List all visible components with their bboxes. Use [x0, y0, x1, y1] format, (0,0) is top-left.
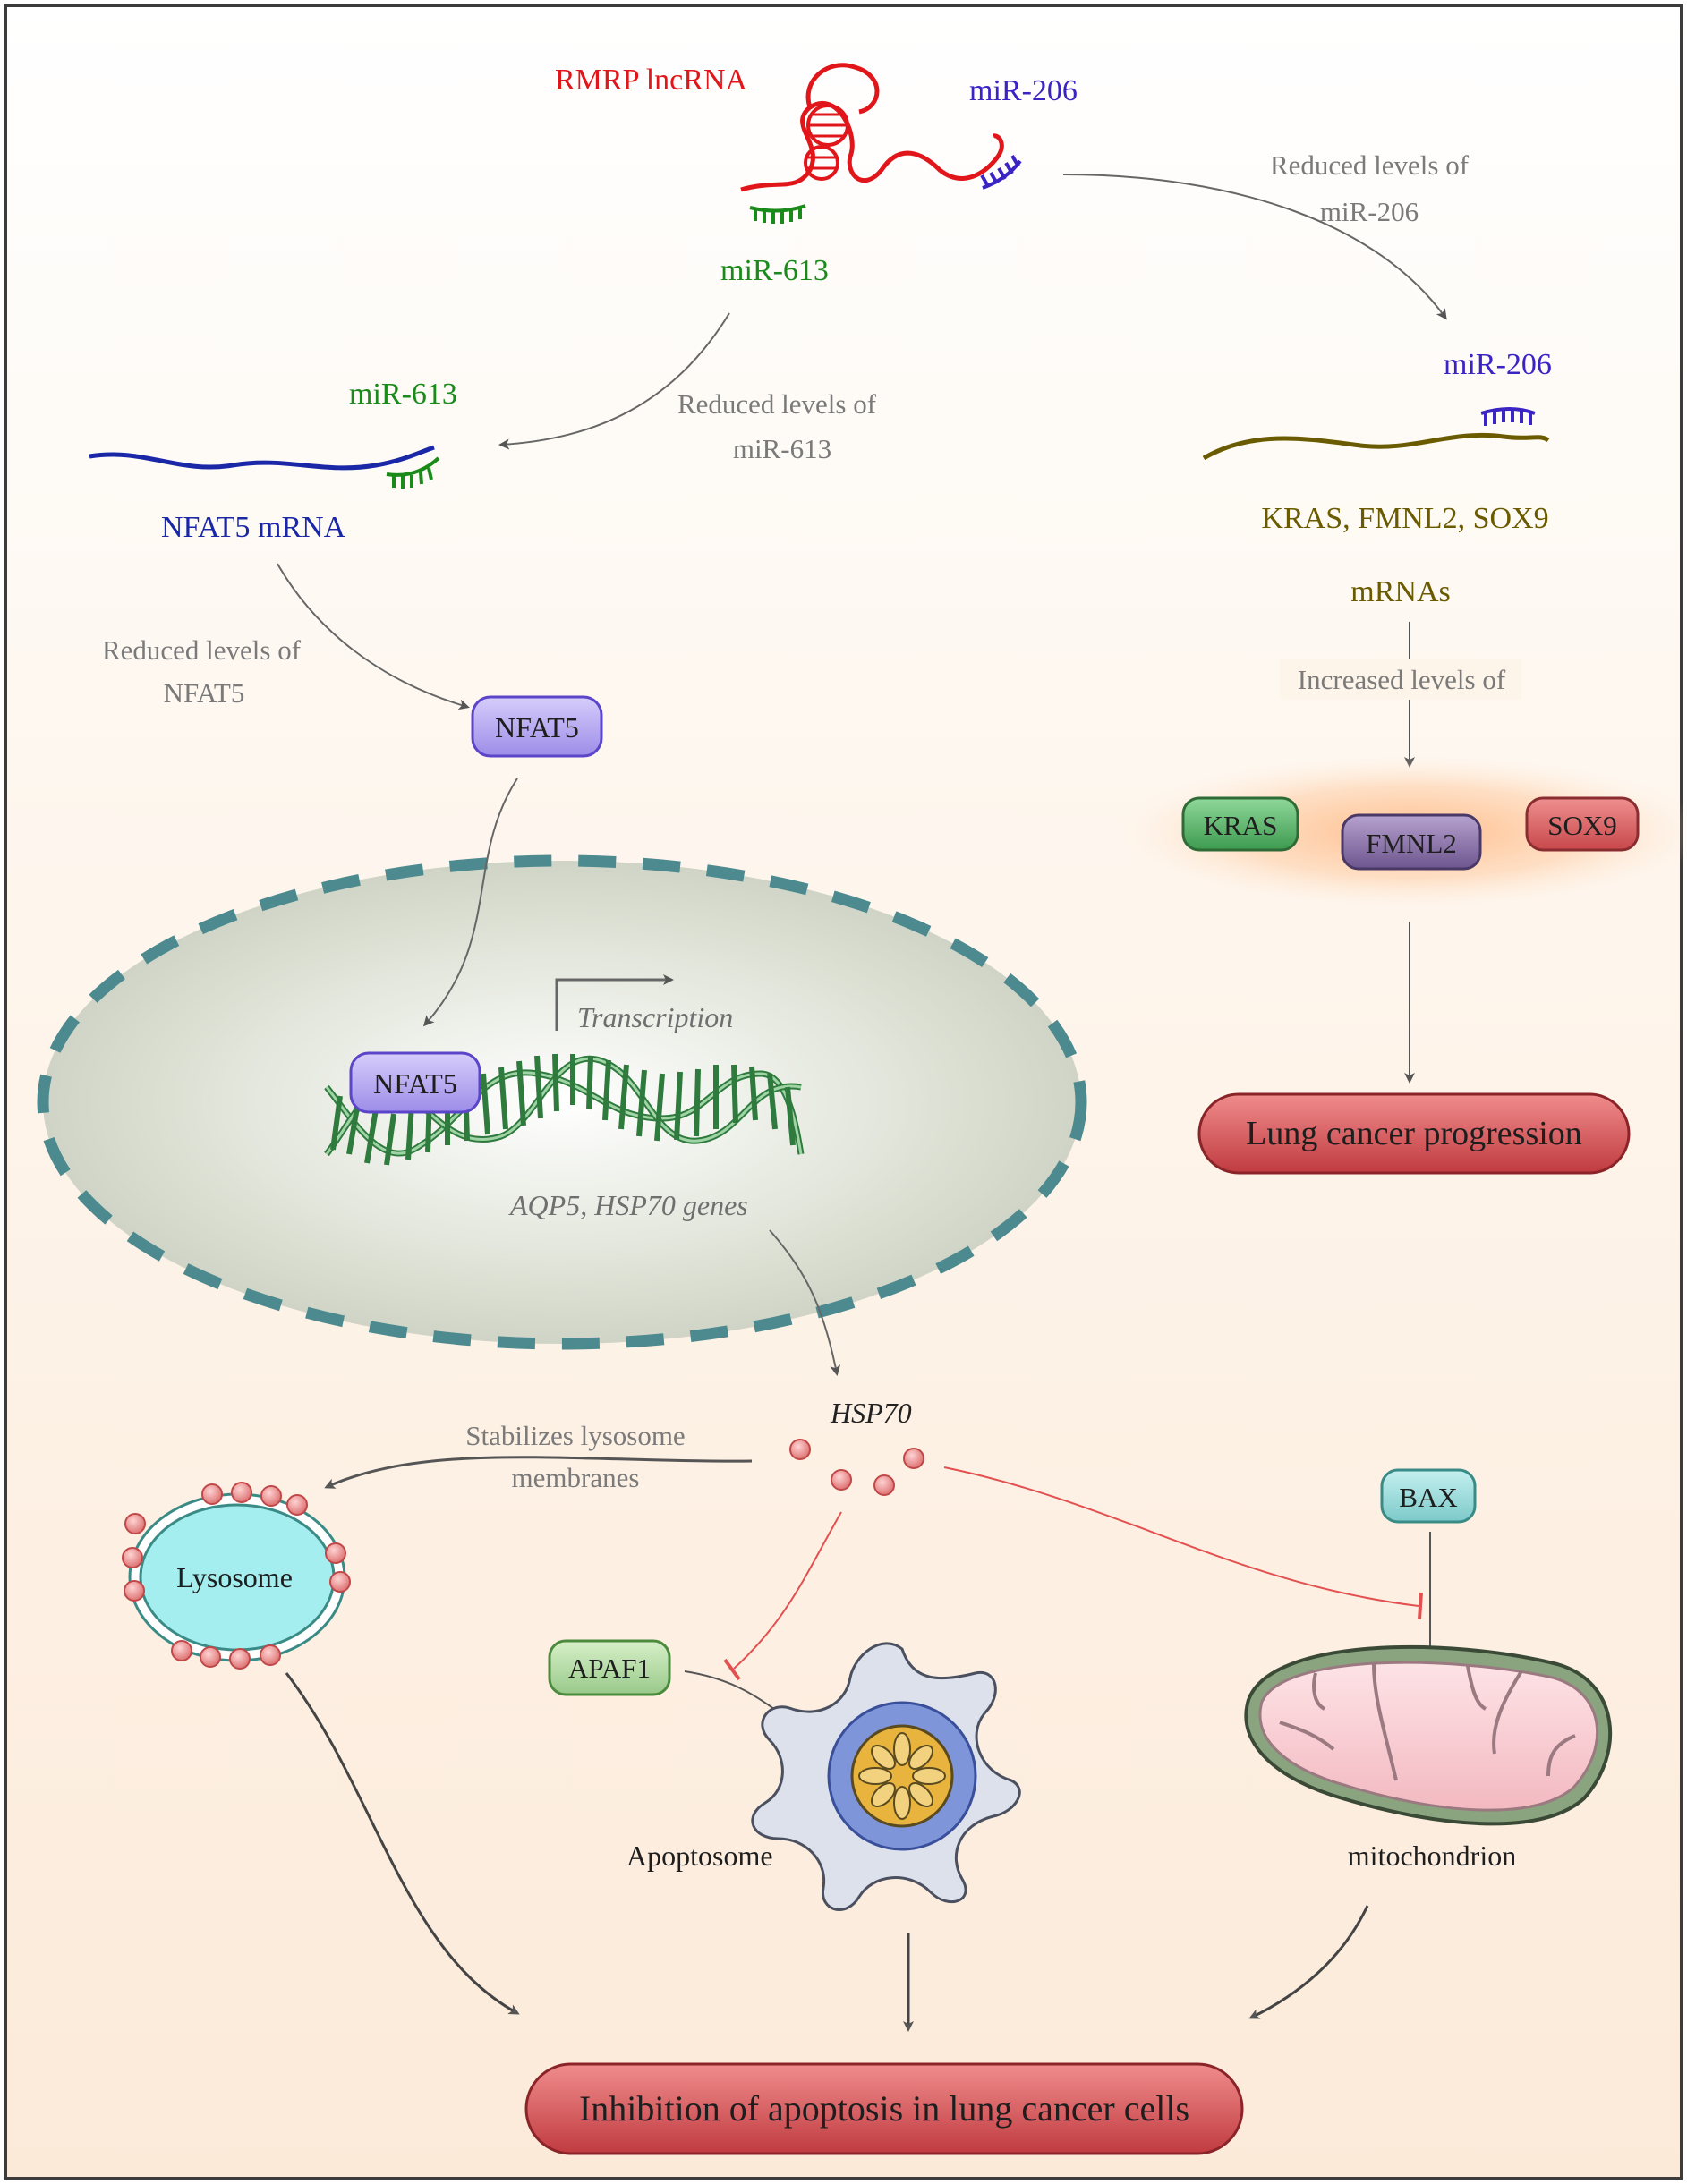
mir613-comb-bound: [386, 456, 440, 489]
stabilizes-line1: Stabilizes lysosome: [465, 1420, 685, 1451]
reduced-mir206-line1: Reduced levels of: [1270, 149, 1470, 181]
mir206-comb-top: [980, 154, 1022, 190]
nfat5-protein-pill: NFAT5: [471, 695, 603, 758]
nfat5-bound-label: NFAT5: [373, 1067, 457, 1100]
kras-mrna-strand: [1202, 432, 1550, 461]
kras-pill: KRAS: [1181, 796, 1299, 852]
mir613-comb-top: [749, 204, 806, 224]
apoptosome-label: Apoptosome: [626, 1840, 773, 1872]
arrow-nfat5-into-nucleus: [423, 778, 518, 1027]
nfat5-mrna-strand: [89, 445, 435, 471]
arrow-mitochondrion-to-outcome: [1248, 1905, 1369, 2019]
reduced-mir613-line1: Reduced levels of: [677, 388, 877, 420]
reduced-mir613-line2: miR-613: [733, 433, 831, 464]
kras-mrna-label-2: mRNAs: [1350, 575, 1450, 608]
inhibition-apoptosis-label: Inhibition of apoptosis in lung cancer c…: [579, 2088, 1189, 2129]
mitochondrion-label: mitochondrion: [1348, 1840, 1516, 1872]
hsp70-label: HSP70: [830, 1397, 912, 1429]
lysosome: Lysosome: [122, 1482, 351, 1670]
fmnl2-label: FMNL2: [1366, 828, 1457, 859]
nfat5-bound-pill: NFAT5: [349, 1051, 481, 1114]
genes-label: AQP5, HSP70 genes: [508, 1189, 748, 1221]
apaf1-pill: APAF1: [548, 1639, 671, 1696]
stabilizes-line2: membranes: [512, 1462, 640, 1493]
mitochondrion: [1244, 1644, 1613, 1826]
nucleus: [37, 854, 1087, 1350]
bax-label: BAX: [1399, 1482, 1457, 1513]
increased-levels-bg: [1280, 659, 1521, 700]
rmrp-lncrna-structure: [740, 63, 1004, 192]
sox9-label: SOX9: [1547, 810, 1617, 841]
reduced-mir206-line2: miR-206: [1320, 196, 1419, 227]
arrow-nfat5-mrna-to-protein: [277, 563, 470, 710]
inhibition-hsp70-to-mitochondrion: [943, 1466, 1423, 1620]
mir613-top-label: miR-613: [720, 254, 829, 287]
nfat5-protein-label: NFAT5: [495, 711, 579, 744]
apaf1-label: APAF1: [568, 1653, 651, 1684]
arrow-lysosome-to-outcome: [285, 1672, 520, 2015]
transcription-label: Transcription: [577, 1001, 733, 1033]
mir613-bound-label: miR-613: [349, 378, 457, 411]
inhibition-apoptosis-box: Inhibition of apoptosis in lung cancer c…: [524, 2062, 1244, 2155]
reduced-nfat5-line1: Reduced levels of: [102, 634, 302, 666]
reduced-nfat5-line2: NFAT5: [164, 677, 245, 709]
sox9-pill: SOX9: [1525, 796, 1640, 852]
mir206-comb-bound: [1480, 407, 1536, 426]
nfat5-mrna-label: NFAT5 mRNA: [161, 511, 346, 544]
mir206-top-label: miR-206: [969, 74, 1078, 107]
transcription-arrow: [555, 974, 674, 1031]
inhibition-hsp70-to-apoptosome: [723, 1511, 842, 1681]
mir206-bound-label: miR-206: [1444, 348, 1552, 381]
arrow-rmrp-to-nfat5-mrna: [498, 312, 730, 450]
arrow-genes-to-hsp70: [769, 1229, 841, 1376]
bax-pill: BAX: [1380, 1468, 1477, 1524]
lysosome-label: Lysosome: [176, 1561, 293, 1593]
hsp70-particles: [789, 1439, 924, 1496]
kras-label: KRAS: [1204, 810, 1278, 841]
arrow-rmrp-to-mir206-mrna: [1062, 174, 1447, 320]
increased-levels-label: Increased levels of: [1298, 664, 1506, 695]
arrow-hsp70-to-lysosome: [324, 1456, 753, 1489]
rmrp-label: RMRP lncRNA: [555, 64, 748, 97]
kras-mrna-label-1: KRAS, FMNL2, SOX9: [1261, 502, 1548, 535]
lung-cancer-progression-label: Lung cancer progression: [1246, 1115, 1582, 1152]
fmnl2-pill: FMNL2: [1341, 813, 1482, 871]
dna-helix: [324, 1053, 805, 1166]
apoptosome: [751, 1642, 1021, 1911]
lung-cancer-progression-box: Lung cancer progression: [1197, 1092, 1631, 1175]
